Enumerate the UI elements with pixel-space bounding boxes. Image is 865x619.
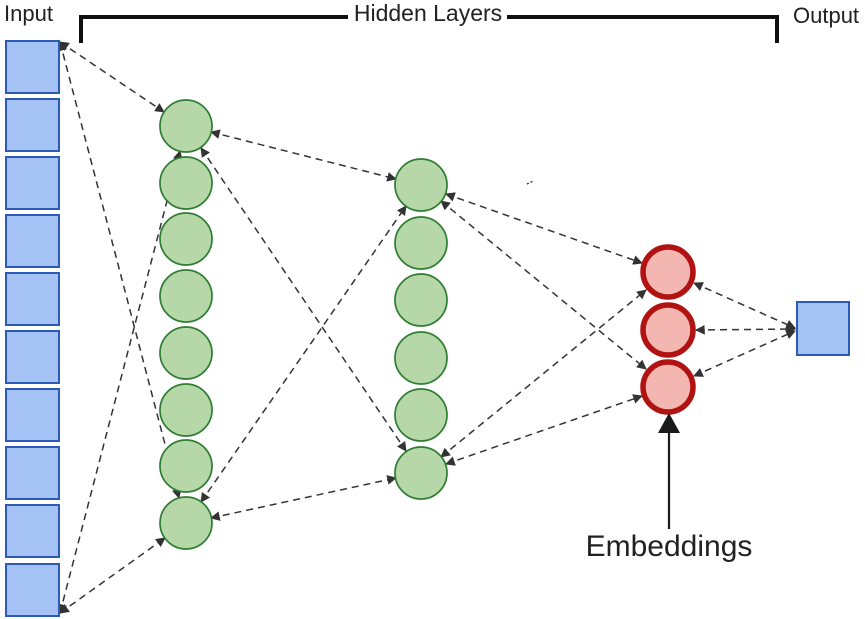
connection-edge [695, 324, 796, 335]
connection-edge [200, 205, 407, 503]
input-node [5, 388, 60, 442]
hidden-node [394, 273, 448, 327]
connection-edge [59, 537, 166, 614]
embeddings-arrow [658, 413, 680, 529]
connection-edge [200, 147, 407, 452]
hidden-node [394, 216, 448, 270]
hidden-node [159, 496, 213, 550]
input-node [5, 272, 60, 326]
hidden-node [159, 269, 213, 323]
input-node [5, 214, 60, 268]
connection-edge [445, 192, 643, 265]
output-layer-label: Output [793, 3, 860, 28]
hidden-layer-2 [394, 158, 448, 500]
connection-edge [57, 41, 182, 499]
connection-edge [210, 475, 397, 521]
embedding-node [640, 244, 696, 300]
input-node [5, 446, 60, 500]
connection-edge [210, 129, 397, 182]
hidden-node [159, 99, 213, 153]
connection-edge [440, 200, 647, 370]
input-node [5, 156, 60, 210]
edges-group [57, 41, 796, 614]
hidden-node [159, 212, 213, 266]
stray-mark [526, 180, 534, 185]
embeddings-arrowhead [658, 413, 680, 433]
input-node [5, 330, 60, 384]
hidden-layers-bracket [79, 15, 779, 43]
input-node [5, 40, 60, 94]
output-node [796, 301, 850, 356]
hidden-node [159, 326, 213, 380]
input-node [5, 504, 60, 558]
embedding-node [640, 302, 696, 358]
hidden-layer-1 [159, 99, 213, 550]
input-node [5, 98, 60, 152]
hidden-node [159, 383, 213, 437]
hidden-node [394, 331, 448, 385]
embeddings-label: Embeddings [585, 530, 753, 563]
connection-edge [445, 394, 643, 466]
input-node [5, 563, 60, 617]
connection-edge [693, 330, 796, 377]
connection-edge [440, 289, 647, 458]
input-layer [5, 40, 60, 617]
hidden-node [394, 446, 448, 500]
hidden-node [159, 439, 213, 493]
embedding-node [640, 359, 696, 415]
hidden-node [394, 158, 448, 212]
hidden-node [159, 156, 213, 210]
connection-edge [57, 150, 183, 614]
input-layer-label: Input [4, 1, 53, 26]
embedding-layer [640, 244, 696, 415]
connection-edge [693, 282, 796, 329]
hidden-node [394, 388, 448, 442]
hidden-layers-label: Hidden Layers [353, 0, 503, 26]
